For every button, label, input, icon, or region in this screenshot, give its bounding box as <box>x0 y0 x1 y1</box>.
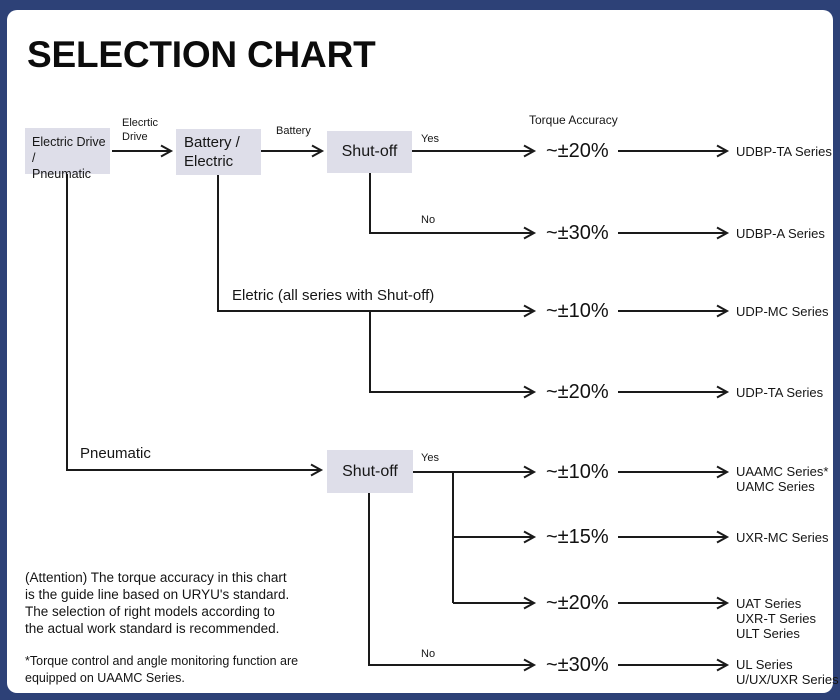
series-label: UAT Series UXR-T Series ULT Series <box>736 596 816 641</box>
series-label: UDBP-TA Series <box>736 144 832 159</box>
edge-label-pneumatic: Pneumatic <box>80 445 151 462</box>
edge-label-no-pneumatic: No <box>421 648 436 660</box>
torque-accuracy-value: ~±30% <box>546 222 609 244</box>
series-label: UAAMC Series* UAMC Series <box>736 464 829 494</box>
footnote: *Torque control and angle monitoring fun… <box>25 654 299 685</box>
node-shutoff-electric: Shut-off <box>327 131 412 173</box>
page-title: SELECTION CHART <box>27 34 376 75</box>
chart-panel <box>7 10 833 693</box>
edge-shutoff2-no <box>368 493 537 672</box>
torque-accuracy-value: ~±10% <box>546 300 609 322</box>
torque-accuracy-value: ~±15% <box>546 526 609 548</box>
attention-note: (Attention) The torque accuracy in this … <box>25 570 290 636</box>
edge-pneumatic <box>66 174 324 477</box>
series-label: UXR-MC Series <box>736 530 829 545</box>
torque-accuracy-value: ~±30% <box>546 654 609 676</box>
edge-label-electric-all-series: Eletric (all series with Shut-off) <box>232 287 435 304</box>
torque-accuracy-value: ~±10% <box>546 461 609 483</box>
edge-label-yes-electric: Yes <box>421 133 439 145</box>
series-label: UDBP-A Series <box>736 226 825 241</box>
edge-label-electric-drive: Elecrtic Drive <box>122 117 159 143</box>
edge-label-battery: Battery <box>276 125 311 137</box>
series-label: UDP-MC Series <box>736 304 829 319</box>
node-shutoff-pneumatic: Shut-off <box>327 450 413 493</box>
edge-electric-all <box>217 174 537 318</box>
node-electric-drive-pneumatic: Electric Drive / Pneumatic <box>25 128 110 181</box>
edge-label-no-electric: No <box>421 214 436 226</box>
series-label: UL Series U/UX/UXR Series <box>736 657 839 687</box>
torque-accuracy-value: ~±20% <box>546 592 609 614</box>
series-label: UDP-TA Series <box>736 385 824 400</box>
connector-lines <box>66 144 730 672</box>
edge-shutoff-no <box>369 173 537 240</box>
edge-electric-branch2 <box>369 311 537 399</box>
torque-accuracy-value: ~±20% <box>546 381 609 403</box>
edge-label-yes-pneumatic: Yes <box>421 452 439 464</box>
torque-accuracy-header: Torque Accuracy <box>529 113 618 127</box>
node-battery-electric: Battery / Electric <box>176 129 261 175</box>
torque-accuracy-value: ~±20% <box>546 140 609 162</box>
